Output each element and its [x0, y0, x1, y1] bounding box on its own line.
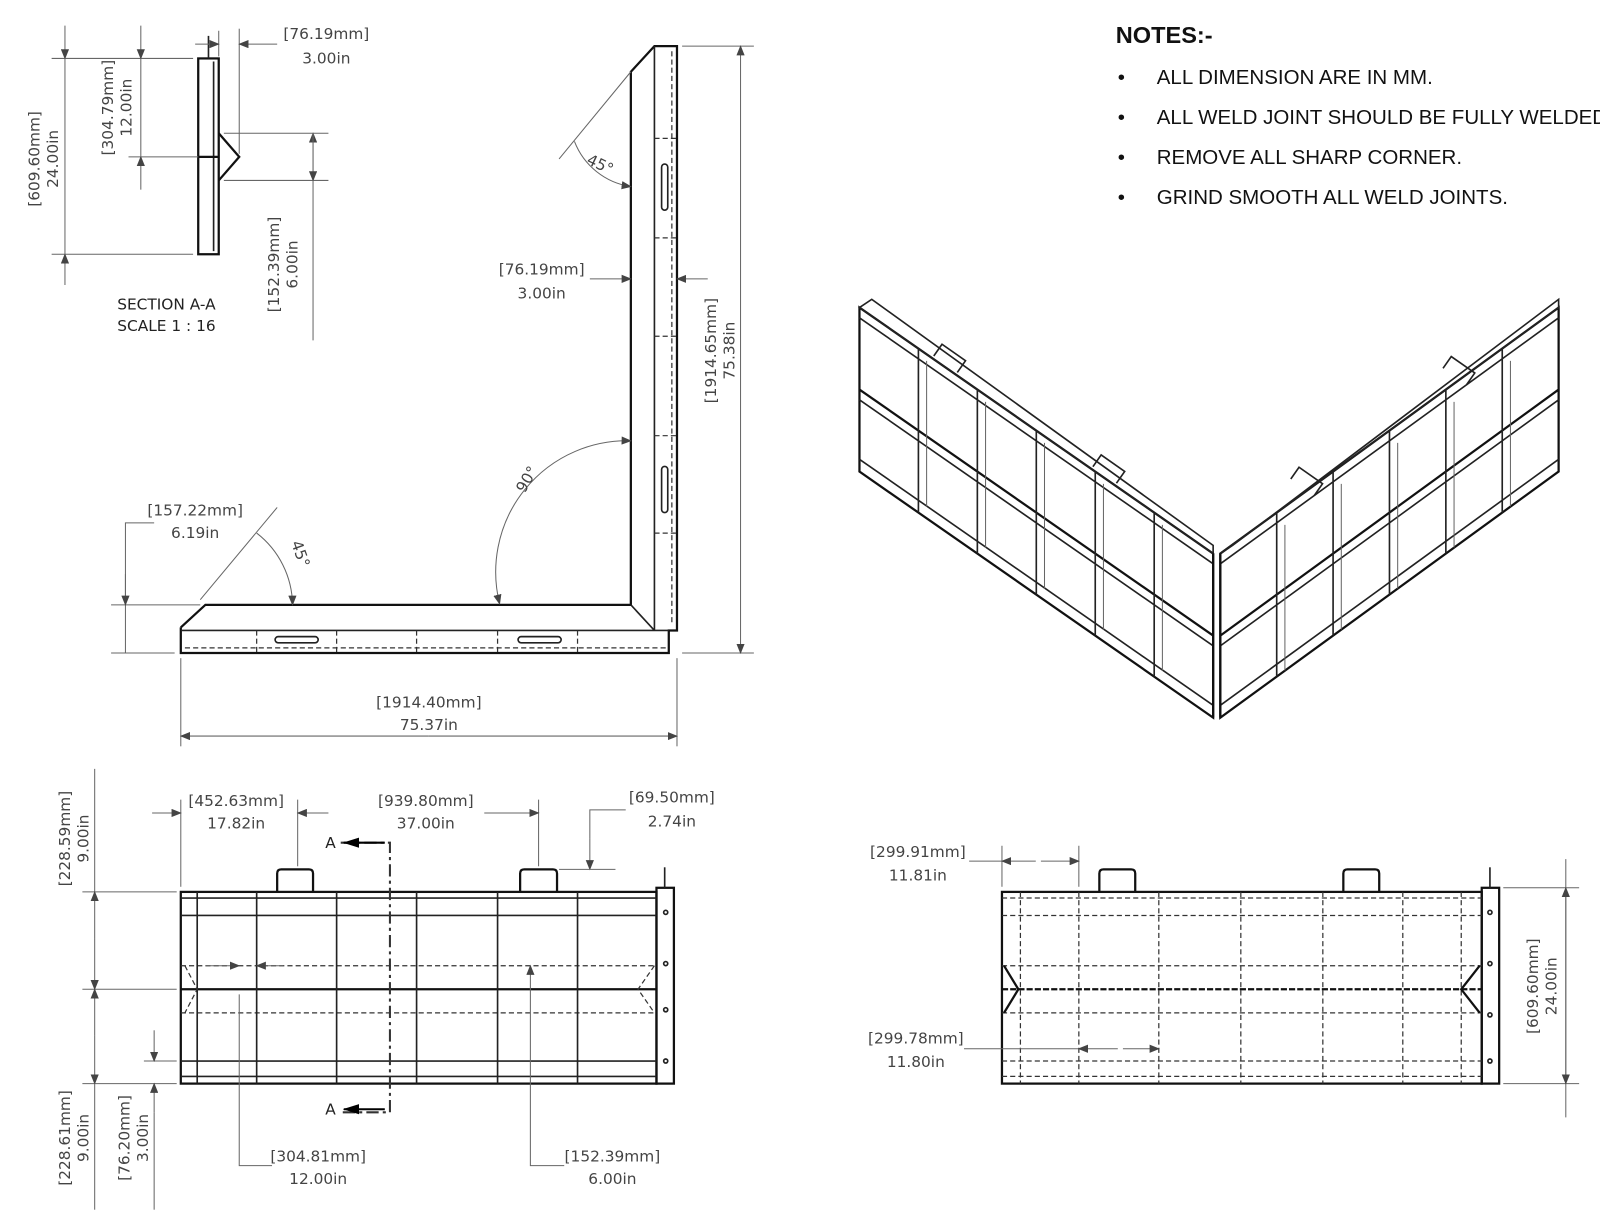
isometric-view [858, 297, 1560, 720]
handle-slot [274, 635, 319, 644]
dim-mm: [939.80mm] [378, 792, 474, 810]
panel-outline [1000, 890, 1483, 1085]
section-title: SECTION A-A [117, 296, 216, 314]
panel-outline [179, 890, 658, 1085]
handle-slot [660, 163, 669, 211]
dim-in: 9.00in [75, 814, 93, 862]
dim-in: 12.00in [289, 1170, 347, 1188]
section-scale: SCALE 1 : 16 [117, 317, 215, 335]
dim-in: 11.81in [889, 867, 947, 885]
front-view: A A [452.63mm] 17.82in [939.80mm] 37.00i… [56, 768, 715, 1210]
dim-in: 6.00in [588, 1170, 636, 1188]
dim-in: 6.19in [171, 524, 219, 542]
bracket-triangle [217, 132, 241, 182]
dim-mm: [228.61mm] [56, 1090, 74, 1186]
dim-mm: [609.60mm] [1524, 938, 1542, 1034]
angle-label: 45° [584, 151, 616, 179]
note-item: REMOVE ALL SHARP CORNER. [1157, 146, 1462, 169]
dim-in: 3.00in [134, 1114, 152, 1162]
l-corner-outline [179, 45, 679, 655]
notes-title: NOTES:- [1116, 22, 1213, 48]
lifting-handle [1342, 868, 1381, 892]
dim-mm: [152.39mm] [265, 217, 283, 313]
note-item: ALL WELD JOINT SHOULD BE FULLY WELDED [1157, 106, 1600, 129]
lifting-handle [519, 868, 559, 892]
dim-mm: [304.81mm] [270, 1148, 366, 1166]
dim-in: 3.00in [518, 284, 566, 302]
dim-mm: [299.78mm] [868, 1030, 964, 1048]
section-cut-line[interactable] [340, 841, 391, 1114]
lifting-handle [1098, 868, 1137, 892]
lifting-handle [276, 868, 315, 892]
right-panel [1219, 297, 1560, 720]
dim-in: 12.00in [118, 79, 136, 137]
dim-mm: [1914.65mm] [702, 298, 720, 403]
dim-in: 75.38in [720, 322, 738, 380]
dim-mm: [304.79mm] [99, 60, 117, 156]
notes-block: NOTES:- • ALL DIMENSION ARE IN MM. • ALL… [1116, 22, 1600, 209]
dim-mm: [76.19mm] [283, 25, 369, 43]
dim-mm: [609.60mm] [25, 111, 43, 207]
dim-in: 24.00in [44, 130, 62, 188]
dim-mm: [152.39mm] [565, 1148, 661, 1166]
end-plate [655, 886, 676, 1085]
plan-view: [1914.65mm] 75.38in [76.19mm] 3.00in [19… [111, 45, 754, 747]
end-plate [1480, 886, 1501, 1085]
dim-in: 2.74in [648, 812, 696, 830]
dim-in: 17.82in [207, 814, 265, 832]
dim-mm: [76.19mm] [499, 261, 585, 279]
angle-label: 45° [287, 538, 313, 570]
dim-mm: [228.59mm] [56, 791, 74, 887]
dim-mm: [69.50mm] [629, 789, 715, 807]
handle-slot [660, 465, 669, 514]
dim-in: 24.00in [1543, 957, 1561, 1015]
bullet-icon: • [1118, 186, 1125, 209]
angle-label: 90° [512, 463, 541, 496]
dim-in: 75.37in [400, 716, 458, 734]
section-label: A [325, 834, 336, 852]
left-panel [858, 298, 1215, 720]
lifting-handle [1092, 453, 1126, 484]
handle-slot [517, 635, 562, 644]
dim-in: 6.00in [284, 240, 302, 288]
dim-in: 11.80in [887, 1053, 945, 1071]
dim-mm: [76.20mm] [116, 1095, 134, 1181]
note-item: GRIND SMOOTH ALL WELD JOINTS. [1157, 186, 1508, 209]
section-label: A [325, 1100, 336, 1118]
bullet-icon: • [1118, 106, 1125, 129]
bullet-icon: • [1118, 66, 1125, 89]
lifting-handle [1290, 466, 1324, 496]
dim-in: 9.00in [75, 1114, 93, 1162]
lifting-handle [933, 343, 967, 373]
dim-in: 37.00in [397, 814, 455, 832]
dim-mm: [1914.40mm] [376, 693, 481, 711]
dim-mm: [452.63mm] [188, 792, 284, 810]
note-item: ALL DIMENSION ARE IN MM. [1157, 66, 1433, 89]
bullet-icon: • [1118, 146, 1125, 169]
section-a-a-view: [609.60mm] 24.00in [304.79mm] 12.00in [7… [25, 25, 369, 341]
back-view: [299.91mm] 11.81in [299.78mm] 11.80in [6… [868, 843, 1580, 1118]
dim-mm: [157.22mm] [147, 502, 243, 520]
dim-mm: [299.91mm] [870, 843, 966, 861]
lifting-handle [1442, 355, 1476, 386]
dim-in: 3.00in [302, 50, 350, 68]
